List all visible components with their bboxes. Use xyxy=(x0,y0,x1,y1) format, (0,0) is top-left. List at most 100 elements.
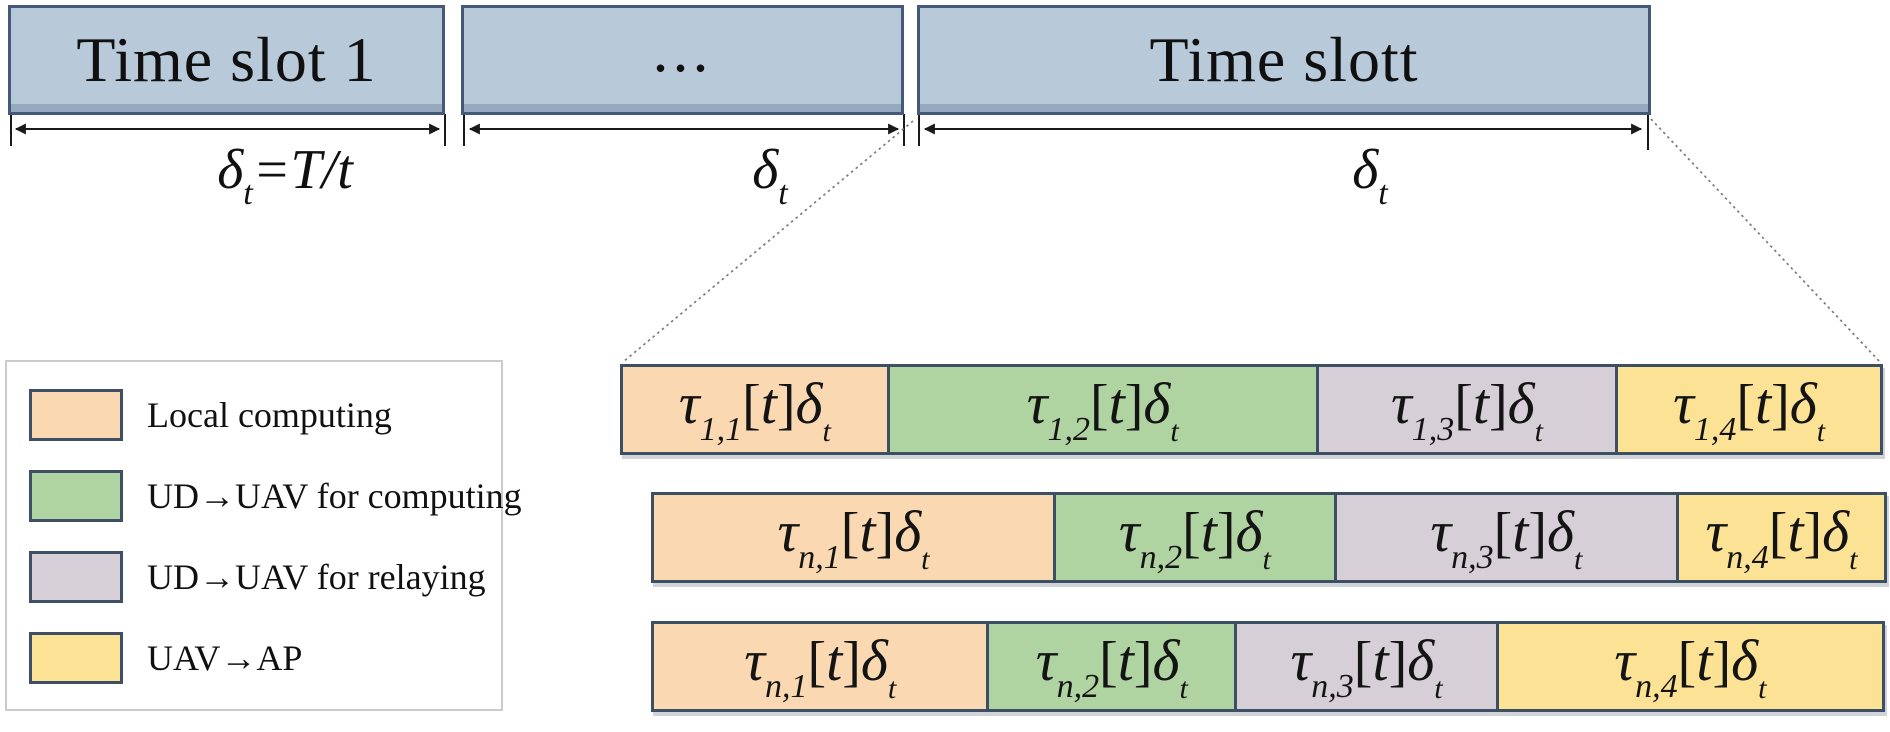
segment-local-computing: τn,1[t]δt xyxy=(654,624,987,709)
right-bracket: ] xyxy=(1771,374,1790,436)
delta-symbol: δ xyxy=(1152,628,1180,693)
segment-label: τ1,3[t]δt xyxy=(1391,370,1543,449)
delta-subscript: t xyxy=(1378,175,1388,212)
tau-symbol: τ xyxy=(1430,499,1452,564)
right-bracket: ] xyxy=(1489,374,1508,436)
delta-symbol: δ xyxy=(1731,628,1759,693)
segment-local-computing: τn,1[t]δt xyxy=(654,495,1053,580)
delta-symbol: δ xyxy=(1352,139,1379,201)
tau-symbol: τ xyxy=(678,371,700,436)
tau-subscript: 1,4 xyxy=(1693,411,1737,448)
tau-subscript: n,4 xyxy=(1635,668,1678,705)
left-bracket: [ xyxy=(1099,631,1118,693)
time-slot-ellipsis-box: ... xyxy=(461,5,904,115)
t-symbol: t xyxy=(760,371,777,436)
legend-label: UD→UAV for computing xyxy=(147,476,522,516)
tau-symbol: τ xyxy=(1035,628,1057,693)
legend-item-ud-uav-computing: UD→UAV for computing xyxy=(7,467,522,525)
legend-swatch-ud-uav-relaying xyxy=(29,551,123,603)
segment-ud-uav-relaying: τ1,3[t]δt xyxy=(1315,367,1616,452)
segment-label: τn,4[t]δt xyxy=(1614,627,1766,706)
right-bracket: ] xyxy=(776,374,796,436)
left-bracket: [ xyxy=(840,502,860,564)
delta-symbol: δ xyxy=(1547,499,1574,564)
tau-symbol: τ xyxy=(777,499,799,564)
segment-label: τn,1[t]δt xyxy=(744,627,896,706)
delta-subscript: t xyxy=(1573,543,1583,576)
left-bracket: [ xyxy=(807,631,827,693)
t-symbol: t xyxy=(826,628,843,693)
delta-subscript: t xyxy=(243,175,253,212)
left-bracket: [ xyxy=(1353,631,1373,693)
legend-item-ud-uav-relaying: UD→UAV for relaying xyxy=(7,548,501,606)
t-symbol: t xyxy=(1696,628,1713,693)
delta-subscript: t xyxy=(1262,543,1271,576)
delta-subscript: t xyxy=(1170,415,1179,448)
legend-label: Local computing xyxy=(147,395,392,435)
allocation-row-user-n-a: τn,1[t]δt τn,2[t]δt τn,3[t]δt τn,4[t]δt xyxy=(651,492,1887,583)
tau-subscript: n,3 xyxy=(1451,539,1494,576)
tau-symbol: τ xyxy=(744,628,765,693)
left-bracket: [ xyxy=(1182,502,1201,564)
legend-swatch-local-computing xyxy=(29,389,123,441)
delta-subscript: t xyxy=(1534,415,1543,448)
legend: Local computing UD→UAV for computing UD→… xyxy=(5,360,522,711)
time-slot-1-label: Time slot 1 xyxy=(76,24,377,95)
tau-subscript: n,1 xyxy=(798,539,841,576)
delta-symbol: δ xyxy=(1507,371,1535,436)
tau-subscript: 1,3 xyxy=(1411,411,1455,448)
segment-label: τ1,2[t]δt xyxy=(1027,370,1179,449)
delta-symbol: δ xyxy=(894,499,922,564)
right-bracket: ] xyxy=(1133,631,1153,693)
t-symbol: t xyxy=(1512,499,1529,564)
legend-label: UD→UAV for relaying xyxy=(147,557,486,597)
left-bracket: [ xyxy=(1677,631,1697,693)
tau-symbol: τ xyxy=(1673,371,1694,436)
time-slot-t-label: Time slott xyxy=(1149,24,1419,95)
legend-item-local-computing: Local computing xyxy=(7,386,501,444)
time-slot-1-box: Time slot 1 xyxy=(8,5,445,115)
time-slot-t-box: Time slott xyxy=(917,5,1651,115)
delta-subscript: t xyxy=(887,672,897,705)
duration-label-slot3: δt xyxy=(1150,138,1590,213)
left-bracket: [ xyxy=(1089,374,1109,436)
tau-subscript: n,4 xyxy=(1726,539,1769,576)
left-bracket: [ xyxy=(1736,374,1755,436)
delta-subscript: t xyxy=(1758,672,1767,705)
segment-label: τn,3[t]δt xyxy=(1291,627,1443,706)
tau-symbol: τ xyxy=(1390,371,1412,436)
t-symbol: t xyxy=(1372,628,1389,693)
segment-local-computing: τ1,1[t]δt xyxy=(623,367,887,452)
tau-subscript: 1,1 xyxy=(699,411,743,448)
right-bracket: ] xyxy=(842,631,861,693)
delta-symbol: δ xyxy=(1407,628,1435,693)
t-symbol: t xyxy=(859,499,876,564)
segment-label: τn,4[t]δt xyxy=(1705,498,1857,577)
tau-symbol: τ xyxy=(1026,371,1048,436)
segment-label: τ1,4[t]δt xyxy=(1673,370,1825,449)
allocation-row-user1: τ1,1[t]δt τ1,2[t]δt τ1,3[t]δt τ1,4[t]δt xyxy=(620,364,1883,455)
delta-symbol: δ xyxy=(1235,499,1263,564)
duration-equation: =T/t xyxy=(252,139,353,201)
delta-subscript: t xyxy=(1434,672,1443,705)
right-bracket: ] xyxy=(1528,502,1548,564)
segment-label: τn,2[t]δt xyxy=(1119,498,1271,577)
left-bracket: [ xyxy=(1454,374,1473,436)
tau-symbol: τ xyxy=(1705,499,1727,564)
delta-symbol: δ xyxy=(1822,499,1850,564)
right-bracket: ] xyxy=(875,502,895,564)
delta-subscript: t xyxy=(822,415,831,448)
tau-symbol: τ xyxy=(1614,628,1636,693)
delta-symbol: δ xyxy=(1143,371,1171,436)
segment-uav-ap: τn,4[t]δt xyxy=(1675,495,1884,580)
delta-symbol: δ xyxy=(795,371,823,436)
segment-ud-uav-computing: τn,2[t]δt xyxy=(986,624,1235,709)
delta-subscript: t xyxy=(921,543,930,576)
segment-label: τn,3[t]δt xyxy=(1430,498,1582,577)
right-bracket: ] xyxy=(1388,631,1408,693)
segment-uav-ap: τn,4[t]δt xyxy=(1495,624,1882,709)
segment-label: τn,1[t]δt xyxy=(777,498,929,577)
segment-ud-uav-relaying: τn,3[t]δt xyxy=(1333,495,1676,580)
tau-subscript: n,2 xyxy=(1056,668,1100,705)
